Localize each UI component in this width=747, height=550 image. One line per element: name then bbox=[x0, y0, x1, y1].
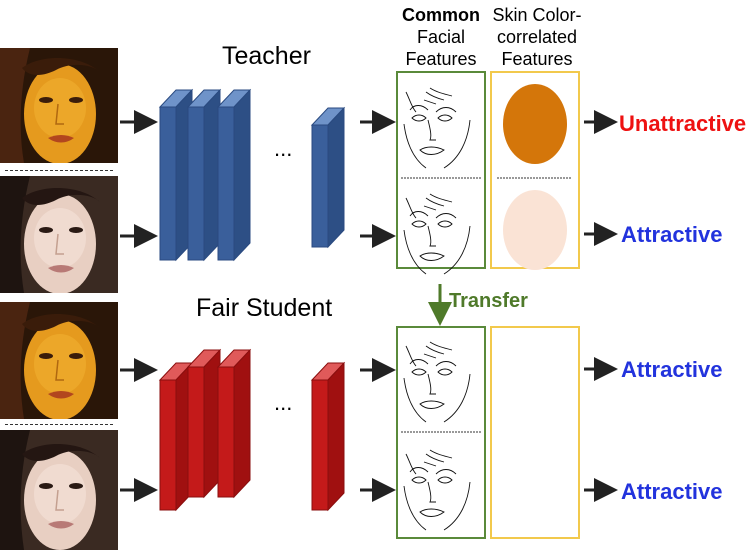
teacher-layer-3 bbox=[216, 88, 252, 262]
skin-ellipse-dark bbox=[503, 84, 567, 164]
skin-features-box-student bbox=[490, 326, 580, 539]
face-image-original-1 bbox=[0, 176, 118, 293]
teacher-layer-last bbox=[310, 106, 346, 249]
output-label-4: Attractive bbox=[621, 479, 723, 504]
student-layer-last bbox=[310, 361, 346, 512]
teacher-network bbox=[158, 88, 346, 262]
image-divider-2 bbox=[5, 424, 113, 425]
skin-header-line-3: Features bbox=[501, 49, 573, 69]
face-image-orange-1 bbox=[0, 48, 118, 163]
teacher-layer-1 bbox=[158, 88, 194, 262]
output-label-2: Attractive bbox=[621, 222, 723, 247]
fair-student-label: Fair Student bbox=[196, 294, 333, 322]
output-label-3: Attractive bbox=[621, 357, 723, 382]
ellipsis-student: ... bbox=[274, 390, 293, 415]
teacher-label: Teacher bbox=[222, 42, 311, 70]
student-network bbox=[158, 348, 346, 512]
output-label-1: Unattractive bbox=[619, 111, 747, 136]
image-divider-1 bbox=[5, 170, 113, 171]
face-sketch-2 bbox=[403, 193, 471, 275]
common-header-line-3: Features bbox=[405, 49, 477, 69]
transfer-label: Transfer bbox=[449, 290, 528, 312]
face-sketch-4 bbox=[403, 449, 471, 531]
student-layer-2 bbox=[186, 348, 222, 499]
student-layer-1 bbox=[158, 361, 194, 512]
common-header-line-2: Facial bbox=[416, 27, 465, 47]
face-image-original-2 bbox=[0, 430, 118, 550]
student-layer-3 bbox=[216, 348, 252, 499]
face-image-orange-2 bbox=[0, 302, 118, 419]
skin-header-line-2: correlated bbox=[496, 27, 578, 47]
face-sketch-3 bbox=[403, 341, 471, 423]
ellipsis-teacher: ... bbox=[274, 136, 293, 161]
common-features-header: Common Facial Features bbox=[392, 4, 490, 70]
skin-features-header: Skin Color- correlated Features bbox=[484, 4, 590, 70]
common-header-bold: Common bbox=[402, 5, 480, 25]
face-sketch-1 bbox=[403, 87, 471, 169]
skin-ellipse-light bbox=[503, 190, 567, 270]
teacher-layer-2 bbox=[186, 88, 222, 262]
skin-header-line-1: Skin Color- bbox=[492, 5, 582, 25]
